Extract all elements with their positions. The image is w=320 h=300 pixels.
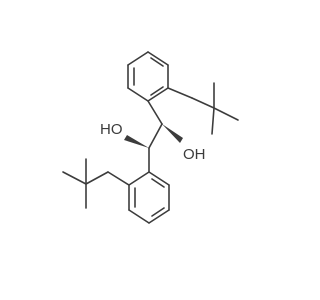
methyl-bond <box>62 171 87 185</box>
ring-bond <box>148 171 170 186</box>
ring-double-bond <box>150 86 164 96</box>
hydroxyl-label-lower: HO <box>100 121 123 138</box>
ring-double-bond <box>150 57 164 67</box>
ring-double-bond <box>151 207 165 217</box>
upper-tert-butyl <box>167 82 239 135</box>
ring-bond <box>127 51 149 66</box>
lower-tert-butyl <box>62 158 130 209</box>
structure-diagram: OH HO <box>62 51 239 224</box>
ring-bond <box>128 209 150 224</box>
methyl-bond <box>213 107 239 121</box>
upper-benzene-ring <box>127 51 169 102</box>
ring-bond <box>147 51 169 66</box>
wedge-bond-lower <box>124 135 149 148</box>
diol-backbone <box>124 100 183 173</box>
bond <box>147 100 163 125</box>
bond <box>191 97 215 109</box>
ring-bond <box>148 209 170 224</box>
ring-double-bond <box>151 178 165 188</box>
methyl-bond <box>211 107 215 135</box>
ring-bond <box>127 87 149 102</box>
hydroxyl-label-upper: OH <box>183 146 206 163</box>
skeletal-formula: OH HO <box>62 51 239 224</box>
bond <box>107 171 130 186</box>
bond <box>167 87 193 99</box>
bond <box>85 171 109 185</box>
ring-bond <box>128 171 150 186</box>
central-c-c-bond <box>148 123 163 149</box>
ring-bond <box>147 87 169 102</box>
lower-benzene-ring <box>128 171 170 224</box>
wedge-bond-upper <box>162 124 183 143</box>
